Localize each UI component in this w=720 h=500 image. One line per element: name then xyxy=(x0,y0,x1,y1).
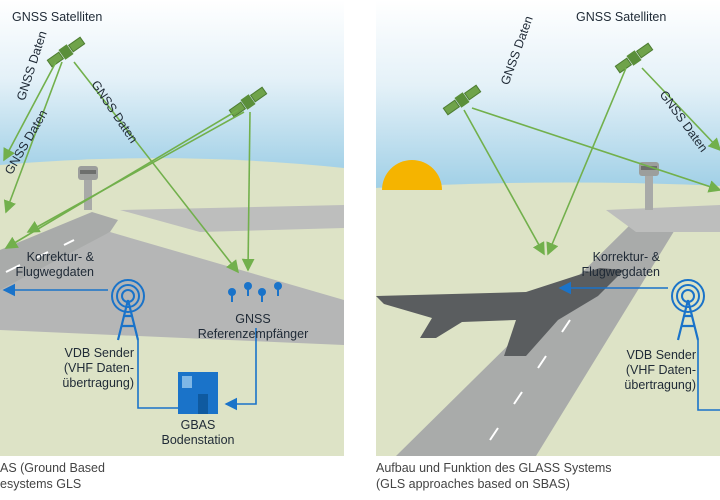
caption-right: Aufbau und Funktion des GLASS Systems (G… xyxy=(376,461,612,491)
runway-perspective xyxy=(0,232,344,345)
glass-scene xyxy=(376,0,720,456)
signal-lines xyxy=(558,281,720,411)
vdb-transmitter-label: VDB Sender (VHF Daten- übertragung) xyxy=(624,348,696,392)
receiver-antenna-icon xyxy=(228,282,282,302)
vdb-antenna-icon xyxy=(111,279,145,341)
gbas-diagram-panel: GNSS Satelliten GNSS Daten GNSS Daten GN… xyxy=(0,0,344,456)
reference-receiver-label: GNSS Referenzempfänger xyxy=(197,312,309,341)
satellite-icon xyxy=(46,36,86,68)
taxiway xyxy=(606,205,720,232)
gbas-scene xyxy=(0,0,344,456)
gnss-data-arrows xyxy=(3,61,255,274)
control-tower xyxy=(78,166,98,210)
ground-station-label: GBAS Bodenstation xyxy=(161,418,235,447)
sky xyxy=(376,0,720,190)
satellite-icon xyxy=(614,42,654,74)
satellite-icon xyxy=(442,84,482,116)
satellites-title: GNSS Satelliten xyxy=(12,10,103,24)
caption-left: AS (Ground Based esystems GLS xyxy=(0,461,105,491)
sky xyxy=(0,0,344,175)
correction-data-label: Korrektur- & Flugwegdaten xyxy=(581,250,660,279)
sun-icon xyxy=(382,160,442,190)
ground-station-icon xyxy=(178,372,218,414)
signal-lines xyxy=(2,283,257,411)
glass-diagram-panel: GNSS Satelliten GNSS Daten GNSS Daten Ko… xyxy=(376,0,720,456)
vdb-antenna-icon xyxy=(671,279,705,341)
gnss-data-arrows xyxy=(463,67,720,256)
correction-data-label: Korrektur- & Flugwegdaten xyxy=(15,250,94,279)
satellites-title: GNSS Satelliten xyxy=(576,10,667,24)
taxiway xyxy=(120,205,344,232)
vdb-transmitter-label: VDB Sender (VHF Daten- übertragung) xyxy=(62,346,134,390)
